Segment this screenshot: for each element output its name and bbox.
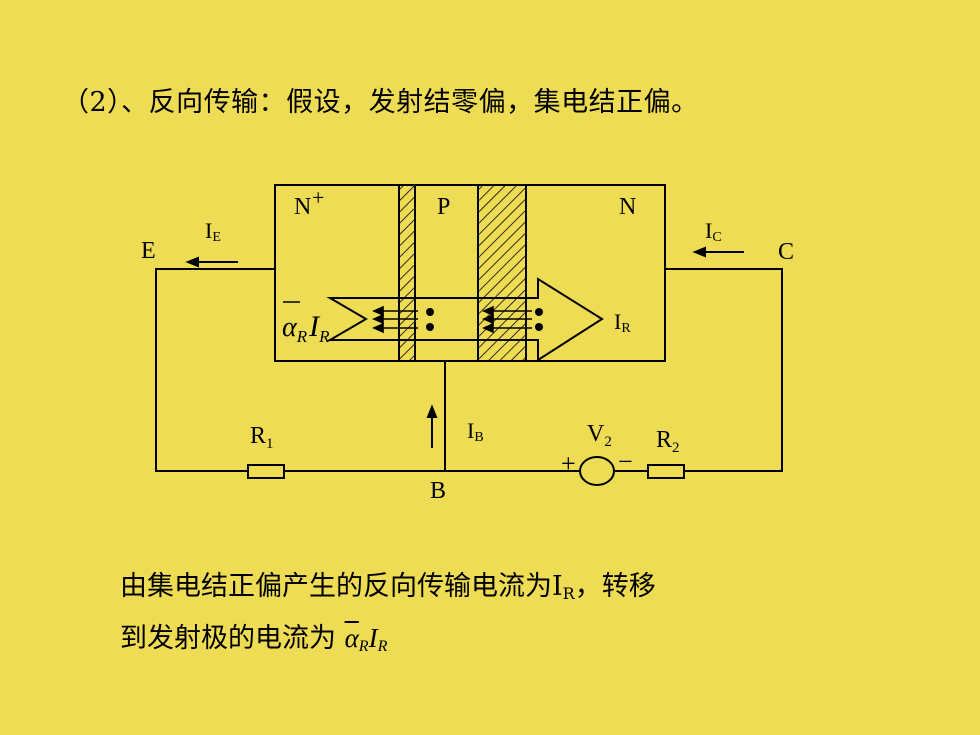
- emitter-current-label: IE: [205, 218, 221, 245]
- r1-label: R1: [250, 423, 274, 452]
- alpha-r-label: αRIR: [282, 310, 330, 346]
- emitter-current-arrow: [185, 256, 238, 268]
- circuit-wires: [155, 268, 783, 472]
- base-terminal-label: B: [430, 478, 446, 504]
- r2-label: R2: [656, 427, 680, 456]
- region-p-label: P: [437, 194, 450, 220]
- collector-junction-depletion: [477, 184, 527, 362]
- region-n-plus-superscript: +: [312, 185, 324, 210]
- v2-minus-sign: −: [618, 447, 633, 476]
- alpha-symbol: α: [344, 623, 359, 653]
- region-n-label: N: [619, 194, 636, 220]
- caption-line-2: 到发射极的电流为 αRIR: [120, 623, 388, 655]
- caption: 由集电结正偏产生的反向传输电流为IR，转移 到发射极的电流为 αRIR: [120, 565, 656, 669]
- reverse-current-label: IR: [614, 309, 631, 336]
- resistor-r1: [247, 464, 285, 479]
- emitter-junction-depletion: [398, 184, 416, 362]
- carrier-dots: [426, 308, 543, 331]
- v2-plus-sign: +: [561, 449, 576, 478]
- emitter-terminal-label: E: [141, 238, 156, 264]
- base-current-label: IB: [467, 418, 484, 445]
- region-n-plus-label: N: [294, 194, 311, 220]
- voltage-source-v2: [579, 456, 615, 486]
- caption-line-1: 由集电结正偏产生的反向传输电流为IR，转移: [120, 571, 656, 603]
- collector-current-label: IC: [705, 218, 722, 245]
- v2-label: V2: [587, 421, 612, 450]
- reverse-current-arrow: [326, 277, 604, 362]
- collector-terminal-label: C: [778, 239, 794, 265]
- resistor-r2: [647, 464, 685, 479]
- page-title: （2）、反向传输：假设，发射结零偏，集电结正偏。: [62, 87, 699, 118]
- collector-current-arrow: [692, 246, 744, 258]
- carrier-arrows: [372, 305, 532, 334]
- transistor-body: [274, 184, 666, 362]
- base-current-arrow: [426, 404, 438, 448]
